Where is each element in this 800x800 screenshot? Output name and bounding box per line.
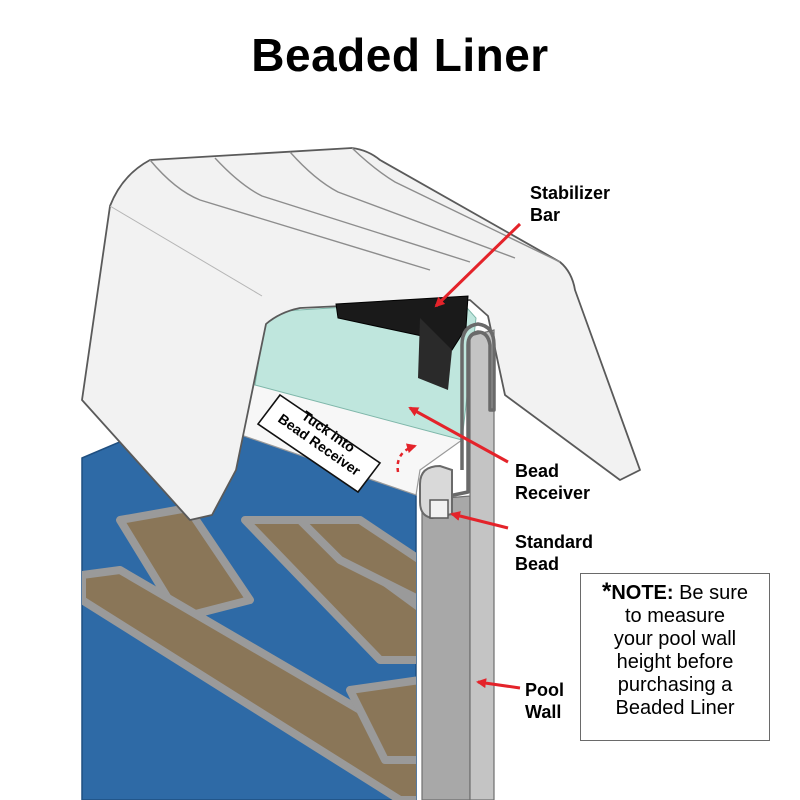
- note-line-4: height before: [616, 651, 734, 673]
- note-line-3: your pool wall: [613, 628, 737, 650]
- pool-wall: [421, 495, 471, 800]
- pool-wall-arrow: [476, 678, 521, 690]
- note-line-6: Beaded Liner: [615, 697, 735, 719]
- stabilizer-bar-label: Stabilizer Bar: [530, 183, 611, 225]
- tuck-curve-arrow: [396, 443, 417, 473]
- liner-tile-pattern: [82, 504, 416, 800]
- stabilizer-bar-arrow: [434, 222, 522, 308]
- bead-receiver-label: Bead Receiver: [515, 461, 591, 503]
- bead-receiver-arrow: [408, 406, 509, 464]
- standard-bead: [429, 499, 449, 519]
- note-heading: NOTE:: [611, 582, 674, 604]
- pool-wall-label: Pool Wall: [525, 680, 564, 722]
- standard-bead-arrow: [450, 511, 509, 530]
- tuck-label-box: [256, 393, 382, 494]
- note-first-line: *NOTE: Be sure: [581, 580, 769, 605]
- note-line-5: purchasing a: [617, 674, 733, 696]
- note-line-1: Be sure: [679, 582, 749, 604]
- note-asterisk: *: [601, 578, 612, 605]
- page-title: Beaded Liner: [251, 29, 549, 81]
- bead-receiver-hook: [428, 322, 496, 502]
- standard-bead-label: Standard Bead: [515, 532, 594, 574]
- note-line-2: to measure: [624, 605, 726, 627]
- note-box: *NOTE: Be sure to measure your pool wall…: [580, 573, 770, 741]
